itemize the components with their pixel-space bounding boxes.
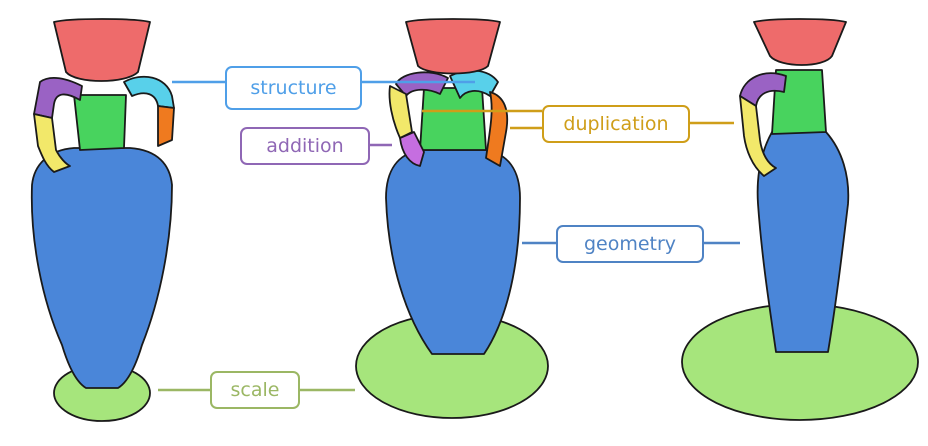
structure-label: structure	[225, 66, 362, 110]
vase-middle-body	[385, 149, 521, 355]
vase-left-neck	[73, 94, 127, 151]
vase-middle-neck	[419, 87, 487, 151]
scale-label: scale	[210, 371, 300, 409]
vase-left-body	[30, 147, 173, 389]
vase-right-body	[756, 131, 850, 353]
vase-right-handle-purple	[739, 72, 787, 107]
vase-left-neck-top	[53, 18, 151, 82]
vase-right-handle-yellow	[739, 95, 777, 177]
vase-middle	[355, 18, 549, 419]
vase-middle-handle-purple	[395, 71, 449, 97]
geometry-label: geometry	[556, 225, 704, 263]
vase-left	[30, 18, 175, 422]
vase-middle-handle-orange	[485, 91, 509, 167]
vase-middle-neck-top	[405, 18, 501, 75]
duplication-label: duplication	[542, 105, 690, 143]
label-connectors	[158, 80, 740, 392]
vase-left-handle-cyan	[123, 75, 175, 109]
vase-right	[681, 18, 919, 421]
vase-left-handle-yellow	[33, 113, 71, 173]
vase-left-handle-purple	[33, 77, 83, 119]
vase-left-handle-orange	[157, 105, 175, 147]
vase-middle-handle-magenta	[399, 131, 425, 167]
vase-right-neck-top	[753, 18, 847, 66]
addition-label: addition	[240, 127, 370, 165]
